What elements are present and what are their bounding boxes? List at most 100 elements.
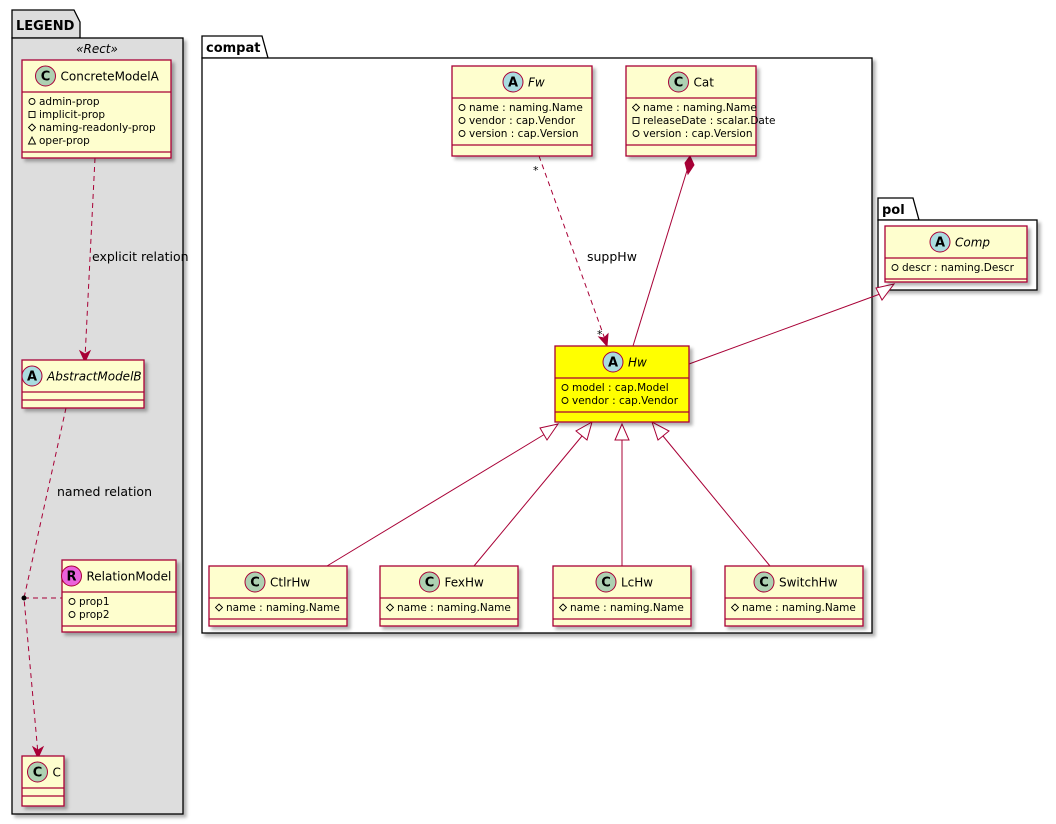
class-icon <box>27 761 48 783</box>
package-compat-title: compat <box>206 41 260 56</box>
visibility-icon <box>891 264 899 271</box>
class-kind-glyph: C <box>425 576 435 591</box>
class-icon <box>35 65 56 87</box>
class-switch-hw[interactable]: C SwitchHw name : naming.Name <box>724 565 864 627</box>
class-name: C <box>53 766 61 780</box>
visibility-icon <box>28 111 36 118</box>
class-attribute: vendor : cap.Vendor <box>572 395 679 407</box>
package-pol-title: pol <box>882 203 905 218</box>
relation-junction-dot <box>21 595 27 601</box>
class-name: LcHw <box>621 576 653 590</box>
class-attribute: prop1 <box>79 596 110 608</box>
edge-hw-comp <box>688 293 881 365</box>
label-named-relation: named relation <box>57 484 152 499</box>
class-attribute: name : naming.Name <box>469 102 583 114</box>
class-attribute: implicit-prop <box>39 109 105 121</box>
visibility-icon <box>68 598 76 605</box>
visibility-icon <box>631 103 641 112</box>
multiplicity-hw: * <box>597 328 603 341</box>
visibility-icon <box>458 130 466 137</box>
class-kind-glyph: C <box>674 76 684 91</box>
arrowhead-supphw <box>597 332 609 348</box>
edge-cat-hw <box>632 163 690 347</box>
class-attribute: oper-prop <box>39 135 90 147</box>
package-legend-title: LEGEND <box>16 19 75 34</box>
class-name: Fw <box>528 76 545 90</box>
visibility-icon <box>730 603 740 612</box>
triangle-ctlrhw <box>539 423 560 441</box>
label-explicit-relation: explicit relation <box>92 249 189 264</box>
class-attribute: name : naming.Name <box>643 102 757 114</box>
class-name: CtlrHw <box>270 576 310 590</box>
class-attribute: descr : naming.Descr <box>902 262 1015 274</box>
visibility-icon <box>458 104 466 111</box>
class-attribute: name : naming.Name <box>742 602 856 614</box>
class-attribute: name : naming.Name <box>226 602 340 614</box>
multiplicity-fw: * <box>533 164 539 177</box>
label-supphw: suppHw <box>587 249 637 264</box>
class-icon <box>244 571 266 593</box>
class-attribute: vendor : cap.Vendor <box>469 115 576 127</box>
class-kind-glyph: A <box>608 356 618 371</box>
triangle-switchhw <box>651 420 670 441</box>
class-name: SwitchHw <box>779 576 838 590</box>
class-attribute: naming-readonly-prop <box>39 122 156 134</box>
visibility-icon <box>458 117 466 124</box>
class-icon <box>419 571 440 593</box>
class-kind-glyph: C <box>41 70 51 85</box>
arrowhead-named <box>31 745 45 760</box>
class-kind-glyph: A <box>27 370 37 385</box>
visibility-icon <box>561 397 569 404</box>
edges <box>21 154 896 760</box>
relation-class-icon <box>61 565 82 587</box>
triangle-lchw <box>614 422 630 441</box>
class-box <box>724 565 864 627</box>
class-kind-glyph: C <box>601 576 611 591</box>
class-icon <box>668 71 689 93</box>
package-legend: LEGEND «Rect» <box>11 9 184 815</box>
class-name: Cat <box>694 76 715 90</box>
class-abstract-model-b[interactable]: A AbstractModelB <box>21 359 145 409</box>
class-kind-glyph: C <box>759 576 769 591</box>
class-kind-glyph: R <box>66 570 76 585</box>
triangle-fexhw <box>575 420 593 441</box>
edge-named-relation <box>23 407 67 755</box>
class-icon <box>753 571 775 593</box>
class-box <box>379 565 519 627</box>
legend-stereotype: «Rect» <box>76 42 118 56</box>
class-box <box>625 65 757 157</box>
abstract-class-icon <box>502 71 524 93</box>
class-attribute: model : cap.Model <box>572 382 669 394</box>
visibility-icon <box>561 384 569 391</box>
class-name: RelationModel <box>87 570 172 584</box>
edge-ctlrhw-hw <box>326 433 546 567</box>
visibility-icon <box>632 130 640 137</box>
visibility-icon <box>385 603 395 612</box>
visibility-icon <box>27 135 37 145</box>
visibility-icon <box>632 117 640 124</box>
triangle-comp <box>875 283 896 301</box>
visibility-icon <box>214 603 224 612</box>
edge-fexhw-hw <box>473 435 583 567</box>
edge-explicit-relation <box>84 157 96 359</box>
class-attribute: name : naming.Name <box>397 602 511 614</box>
edge-supphw <box>538 155 607 343</box>
class-box <box>884 225 1028 283</box>
diamond-cat <box>684 154 695 176</box>
class-kind-glyph: A <box>508 76 518 91</box>
class-name: AbstractModelB <box>46 370 142 384</box>
visibility-icon <box>27 123 37 132</box>
class-box <box>552 565 692 627</box>
class-attribute: version : cap.Version <box>469 128 579 140</box>
